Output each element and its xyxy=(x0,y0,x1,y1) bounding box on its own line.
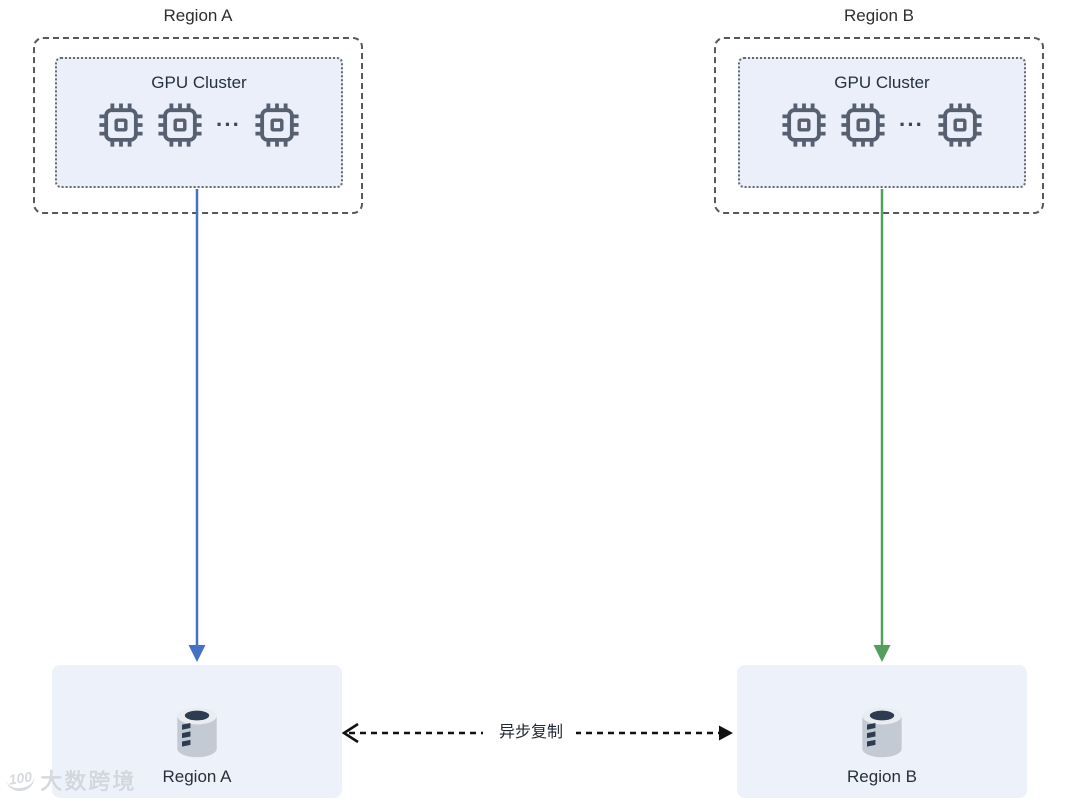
database-icon xyxy=(177,707,217,758)
watermark: 100 大数跨境 xyxy=(4,764,137,796)
gpu-chip-icon xyxy=(782,103,826,147)
more-chips-ellipsis: ··· xyxy=(216,112,241,137)
gpu-chip-icon xyxy=(158,103,202,147)
gpu-chip-icon xyxy=(255,103,299,147)
region-a-down-arrow xyxy=(188,189,206,662)
region-b-boundary xyxy=(714,37,1044,214)
region-b-chips-row: ··· xyxy=(781,102,983,148)
region-a-storage-label: Region A xyxy=(162,767,232,786)
region-a-storage-box: Region A xyxy=(52,665,342,798)
region-a-title: Region A xyxy=(163,6,233,25)
region-b-gpu-cluster-label: GPU Cluster xyxy=(834,73,930,92)
region-b-title: Region B xyxy=(844,6,914,25)
region-b-down-arrow xyxy=(873,189,891,662)
region-a-gpu-cluster-label: GPU Cluster xyxy=(151,73,247,92)
replication-label: 异步复制 xyxy=(486,721,576,744)
region-b-gpu-cluster: GPU Cluster ··· xyxy=(738,57,1026,188)
gpu-chip-icon xyxy=(841,103,885,147)
gpu-chip-icon xyxy=(99,103,143,147)
region-a-chips-row: ··· xyxy=(98,102,300,148)
more-chips-ellipsis: ··· xyxy=(899,112,924,137)
watermark-logo: 100 xyxy=(4,767,37,793)
database-icon xyxy=(862,707,902,758)
region-b-storage-label: Region B xyxy=(847,767,917,786)
gpu-chip-icon xyxy=(938,103,982,147)
region-b-storage-box: Region B xyxy=(737,665,1027,798)
region-a-gpu-cluster: GPU Cluster ··· xyxy=(55,57,343,188)
watermark-text: 大数跨境 xyxy=(40,769,137,794)
